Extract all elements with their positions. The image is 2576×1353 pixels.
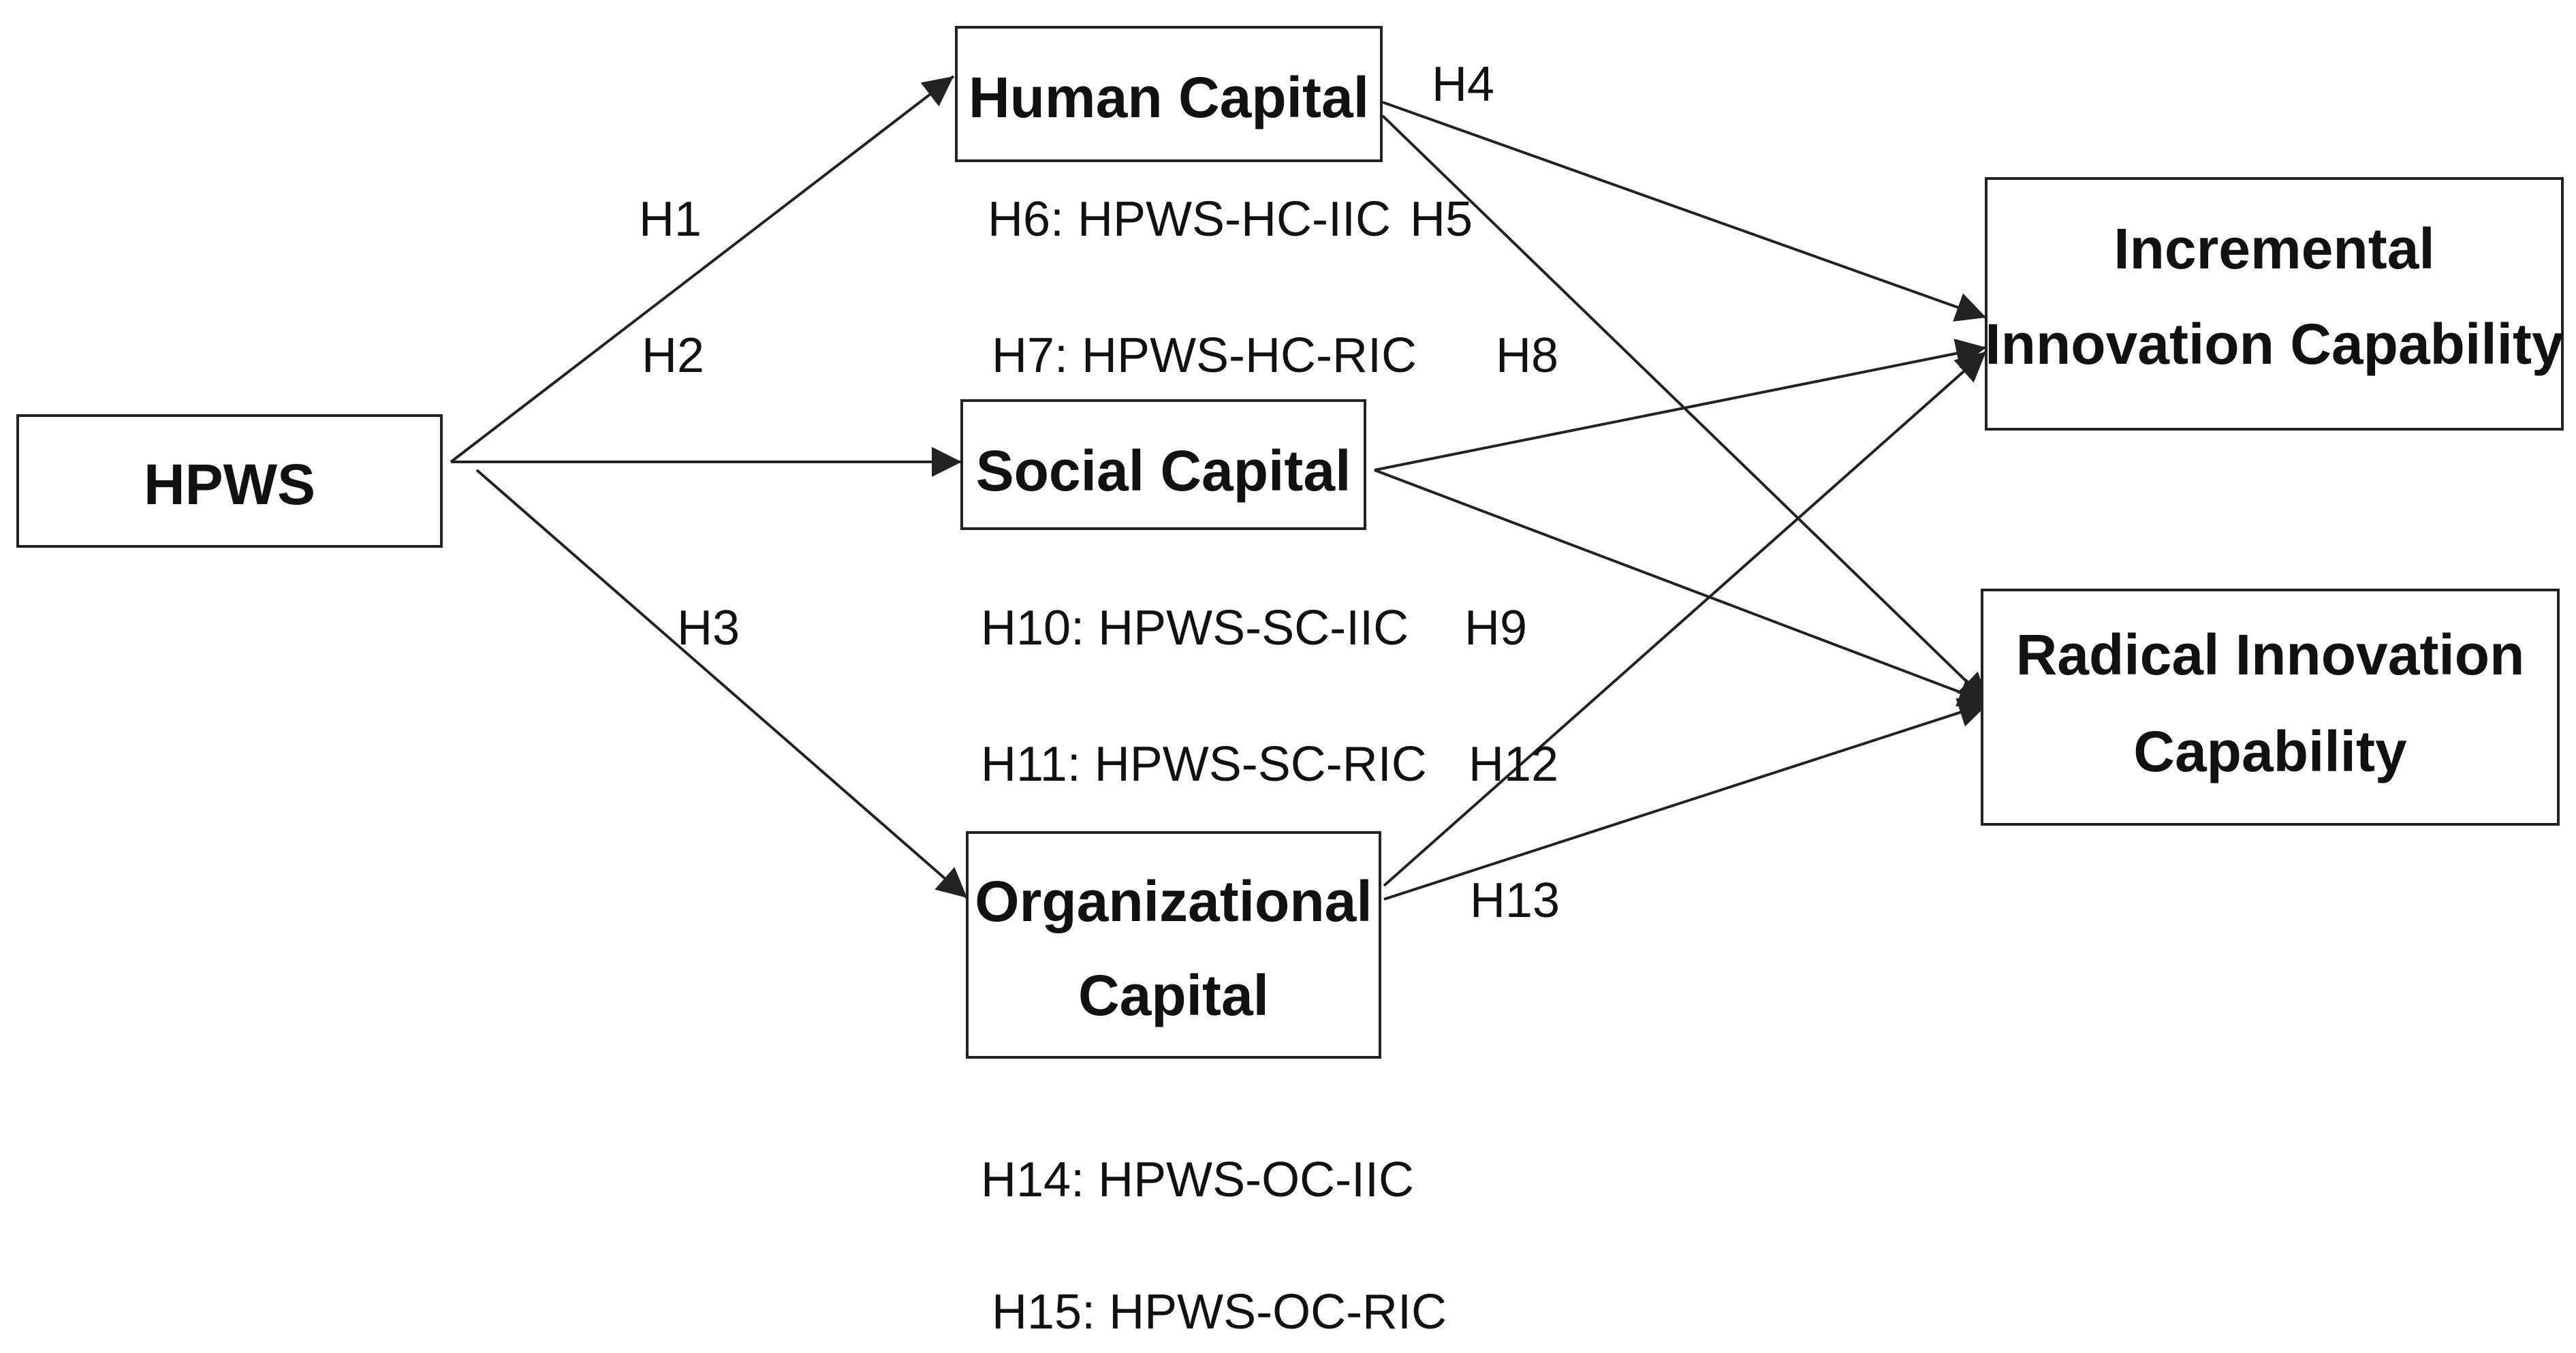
node-radical-label-line1: Radical Innovation bbox=[2016, 623, 2525, 687]
node-hpws-label: HPWS bbox=[144, 452, 315, 516]
node-incremental-box bbox=[1985, 177, 2564, 431]
arrow-human-capital-to-incremental bbox=[1382, 101, 1987, 322]
arrow-human-capital-to-radical bbox=[1381, 114, 1990, 704]
arrow-social-capital-to-radical bbox=[1374, 469, 1990, 706]
mediation-labels: H6: HPWS-HC-IIC H7: HPWS-HC-RIC H10: HPW… bbox=[981, 192, 1447, 1339]
node-human-capital-label: Human Capital bbox=[969, 65, 1369, 129]
label-h3: H3 bbox=[677, 601, 740, 655]
node-organizational-capital: Organizational Capital bbox=[966, 831, 1381, 1059]
label-h4: H4 bbox=[1432, 57, 1494, 112]
label-h15: H15: HPWS-OC-RIC bbox=[992, 1285, 1447, 1339]
hypothesis-labels: H1 H2 H3 H4 H5 H8 H9 H12 H13 bbox=[639, 57, 1560, 928]
label-h8: H8 bbox=[1496, 328, 1558, 383]
node-hpws: HPWS bbox=[16, 414, 443, 548]
node-incremental-innovation-capability: Incremental Innovation Capability bbox=[1985, 177, 2564, 431]
arrow-social-capital-to-incremental bbox=[1374, 339, 1987, 471]
label-h2: H2 bbox=[642, 328, 704, 383]
arrows bbox=[450, 75, 1990, 901]
label-h10: H10: HPWS-SC-IIC bbox=[981, 601, 1409, 655]
label-h6: H6: HPWS-HC-IIC bbox=[988, 192, 1391, 247]
node-human-capital-box bbox=[955, 26, 1383, 162]
node-radical-box bbox=[1981, 589, 2560, 826]
node-incremental-label-line2: Innovation Capability bbox=[1985, 312, 2564, 376]
label-h12: H12 bbox=[1468, 737, 1558, 792]
arrow-organizational-capital-to-incremental bbox=[1383, 350, 1988, 887]
node-radical-label-line2: Capability bbox=[2133, 719, 2407, 783]
label-h11: H11: HPWS-SC-RIC bbox=[981, 737, 1427, 792]
node-social-capital-label: Social Capital bbox=[976, 439, 1351, 503]
node-organizational-capital-box bbox=[966, 831, 1381, 1059]
node-hpws-box bbox=[16, 414, 443, 548]
label-h1: H1 bbox=[639, 192, 702, 247]
node-radical-innovation-capability: Radical Innovation Capability bbox=[1981, 589, 2560, 826]
node-incremental-label-line1: Incremental bbox=[2114, 217, 2435, 281]
node-social-capital-box bbox=[960, 399, 1366, 530]
label-h5: H5 bbox=[1410, 192, 1473, 247]
node-organizational-capital-label-line2: Capital bbox=[1078, 963, 1269, 1027]
node-social-capital: Social Capital bbox=[960, 399, 1366, 530]
label-h14: H14: HPWS-OC-IIC bbox=[981, 1153, 1414, 1207]
label-h7: H7: HPWS-HC-RIC bbox=[992, 328, 1417, 383]
node-human-capital: Human Capital bbox=[955, 26, 1383, 162]
label-h13: H13 bbox=[1470, 873, 1560, 928]
arrow-hpws-to-organizational-capital bbox=[475, 469, 969, 899]
arrow-organizational-capital-to-radical bbox=[1383, 698, 1990, 901]
arrow-hpws-to-human-capital bbox=[450, 75, 955, 463]
label-h9: H9 bbox=[1464, 601, 1527, 655]
node-organizational-capital-label-line1: Organizational bbox=[975, 869, 1372, 933]
